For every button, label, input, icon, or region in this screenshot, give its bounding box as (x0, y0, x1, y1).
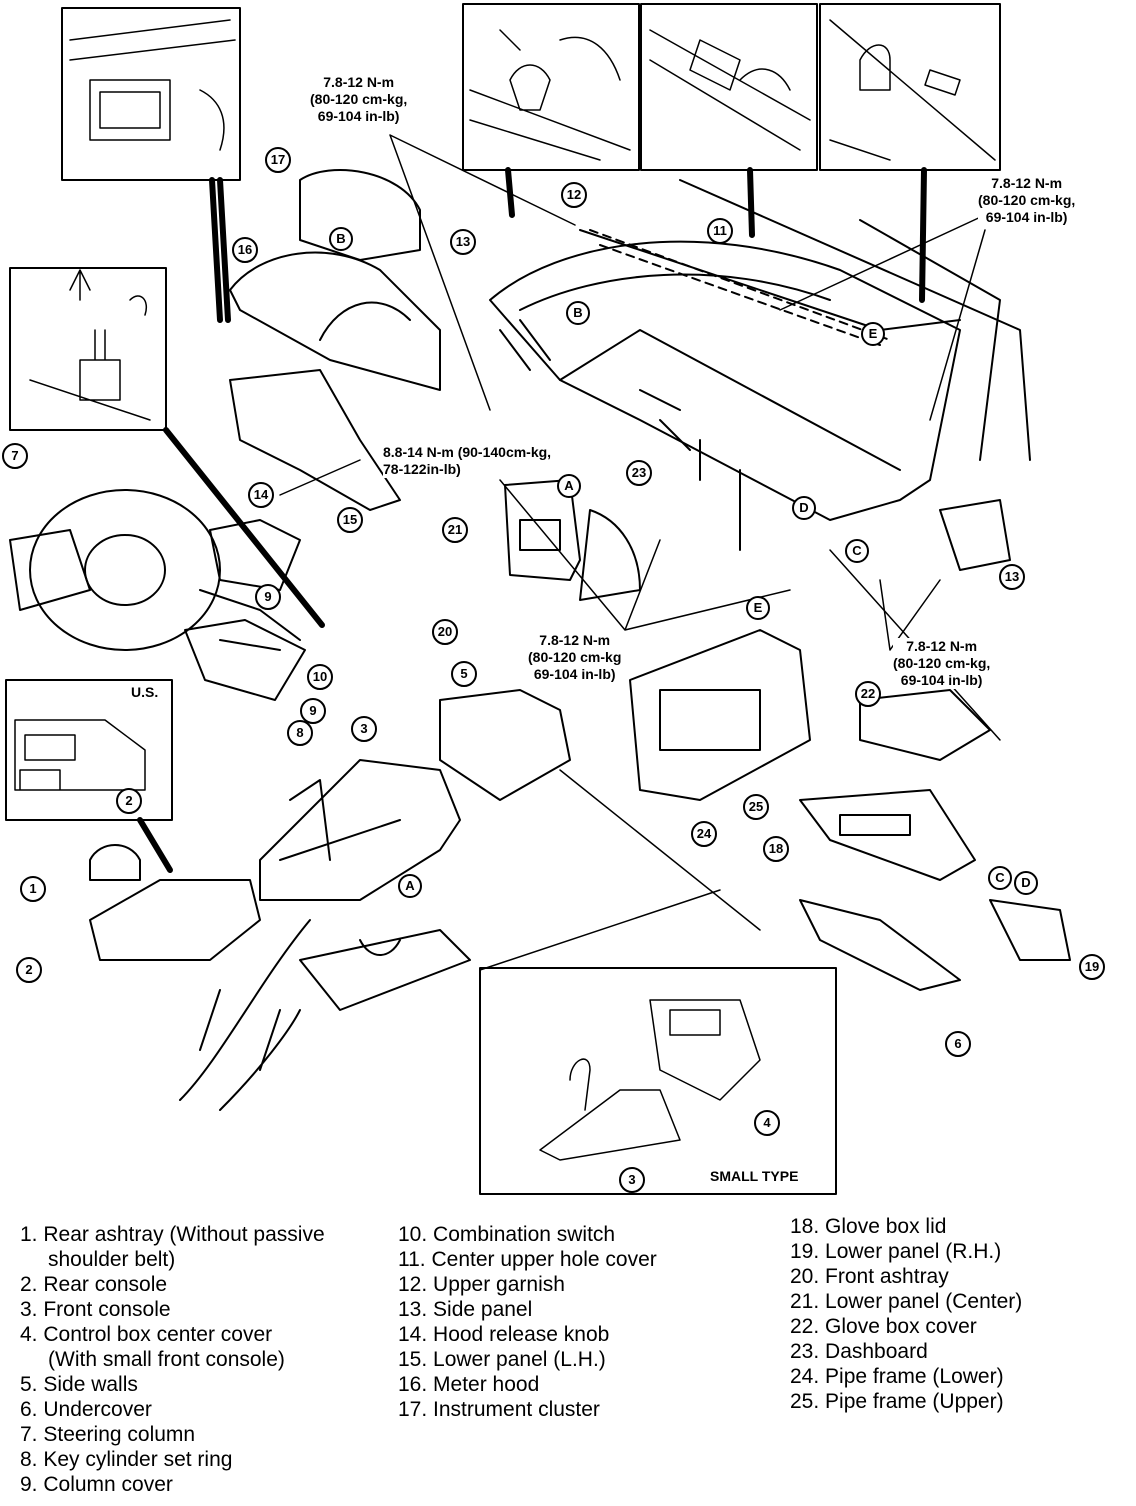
meter-hood-outline (229, 169, 441, 391)
inset-box-clip-1 (462, 3, 640, 171)
leader-wedge-2 (505, 167, 515, 218)
callout-13: 13 (450, 229, 476, 255)
legend-column-3: 18. Glove box lid 19. Lower panel (R.H.)… (790, 1214, 1022, 1414)
torque-spec-top-right: 7.8-12 N-m (80-120 cm-kg, 69-104 in-lb) (978, 175, 1076, 226)
legend-item-4: 4. Control box center cover (20, 1323, 273, 1346)
legend-item-4-cont: (With small front console) (48, 1348, 285, 1371)
legend-item-8: 8. Key cylinder set ring (20, 1448, 233, 1471)
callout-11: 11 (707, 218, 733, 244)
connector-letter-e: E (861, 322, 885, 346)
legend-item-19: 19. Lower panel (R.H.) (790, 1240, 1002, 1263)
legend-item-13: 13. Side panel (398, 1298, 533, 1321)
legend-item-2: 2. Rear console (20, 1273, 168, 1296)
legend-column-1: 1. Rear ashtray (Without passive shoulde… (20, 1222, 325, 1497)
callout-17: 17 (265, 147, 291, 173)
legend-item-18: 18. Glove box lid (790, 1215, 947, 1238)
inset-box-hood-release (9, 267, 167, 431)
legend-item-12: 12. Upper garnish (398, 1273, 565, 1296)
callout-3: 3 (619, 1167, 645, 1193)
connector-letter-c: C (988, 866, 1012, 890)
callout-5: 5 (451, 661, 477, 687)
legend-item-3: 3. Front console (20, 1298, 171, 1321)
diagram-artwork (5, 3, 1071, 1195)
callout-2: 2 (16, 957, 42, 983)
callout-8: 8 (287, 720, 313, 746)
inset-box-us (5, 679, 173, 821)
console-outline (89, 759, 471, 1111)
legend-item-25: 25. Pipe frame (Upper) (790, 1390, 1004, 1413)
leader-wedge-6 (137, 817, 173, 873)
inset-box-clip-3 (819, 3, 1001, 171)
torque-spec-right: 7.8-12 N-m (80-120 cm-kg, 69-104 in-lb) (893, 638, 991, 689)
legend-item-16: 16. Meter hood (398, 1373, 540, 1396)
leader-wedge-1 (209, 177, 231, 323)
callout-18: 18 (763, 836, 789, 862)
torque-spec-top-center: 7.8-12 N-m (80-120 cm-kg, 69-104 in-lb) (310, 74, 408, 125)
legend-item-10: 10. Combination switch (398, 1223, 616, 1246)
inset-box-small-type (479, 967, 837, 1195)
connector-letter-d: D (792, 496, 816, 520)
torque-spec-center: 7.8-12 N-m (80-120 cm-kg 69-104 in-lb) (528, 632, 622, 683)
dashboard-outline (489, 179, 1031, 551)
connector-letter-c: C (845, 539, 869, 563)
callout-24: 24 (691, 821, 717, 847)
legend-item-21: 21. Lower panel (Center) (790, 1290, 1023, 1313)
legend-item-7: 7. Steering column (20, 1423, 196, 1446)
inset-box-meter-hood-clip (61, 7, 241, 181)
steering-column-outline (9, 489, 306, 701)
connector-letter-a: A (557, 474, 581, 498)
legend-item-17: 17. Instrument cluster (398, 1398, 600, 1421)
us-inset-label: U.S. (131, 684, 159, 700)
small-type-inset-label: SMALL TYPE (710, 1168, 799, 1184)
connector-letter-b: B (566, 301, 590, 325)
connector-letter-a: A (398, 874, 422, 898)
connector-letter-b: B (329, 227, 353, 251)
callout-20: 20 (432, 619, 458, 645)
legend-item-15: 15. Lower panel (L.H.) (398, 1348, 606, 1371)
callout-4: 4 (754, 1110, 780, 1136)
side-walls-pipe-frame-outline (439, 629, 811, 801)
leader-lines (279, 134, 1001, 971)
legend-column-2: 10. Combination switch 11. Center upper … (398, 1222, 657, 1422)
connector-letter-d: D (1014, 871, 1038, 895)
callout-2: 2 (116, 788, 142, 814)
callout-25: 25 (743, 794, 769, 820)
legend-item-14: 14. Hood release knob (398, 1323, 610, 1346)
legend-item-20: 20. Front ashtray (790, 1265, 949, 1288)
leader-wedge-4 (919, 167, 927, 303)
callout-3: 3 (351, 716, 377, 742)
leader-wedge-3 (747, 167, 755, 238)
callout-6: 6 (945, 1031, 971, 1057)
exploded-diagram: 1 2 2 3 3 4 5 6 7 8 9 9 10 11 12 13 13 1… (2, 3, 1105, 1195)
callout-19: 19 (1079, 954, 1105, 980)
legend-item-24: 24. Pipe frame (Lower) (790, 1365, 1004, 1388)
callout-23: 23 (626, 460, 652, 486)
leader-wedge-5 (163, 427, 325, 628)
legend-item-1-cont: shoulder belt) (48, 1248, 176, 1271)
legend-item-1: 1. Rear ashtray (Without passive (20, 1223, 325, 1246)
legend-item-9: 9. Column cover (20, 1473, 173, 1496)
torque-spec-lower-panel: 8.8-14 N-m (90-140cm-kg, 78-122in-lb) (383, 444, 552, 478)
inset-box-clip-2 (640, 3, 818, 171)
legend-item-11: 11. Center upper hole cover (398, 1248, 657, 1271)
callout-22: 22 (855, 681, 881, 707)
callout-16: 16 (232, 237, 258, 263)
callout-12: 12 (561, 182, 587, 208)
callout-9: 9 (300, 698, 326, 724)
legend-item-22: 22. Glove box cover (790, 1315, 977, 1338)
callout-21: 21 (442, 517, 468, 543)
callout-1: 1 (20, 876, 46, 902)
callout-9: 9 (255, 584, 281, 610)
inset-sketches (14, 19, 996, 1161)
legend-item-5: 5. Side walls (20, 1373, 138, 1396)
callout-10: 10 (307, 664, 333, 690)
glove-box-outline (799, 499, 1071, 991)
legend-item-23: 23. Dashboard (790, 1340, 928, 1363)
callout-7: 7 (2, 443, 28, 469)
callout-15: 15 (337, 507, 363, 533)
connector-letter-e: E (746, 596, 770, 620)
callout-14: 14 (248, 482, 274, 508)
legend-item-6: 6. Undercover (20, 1398, 152, 1421)
callout-13: 13 (999, 564, 1025, 590)
